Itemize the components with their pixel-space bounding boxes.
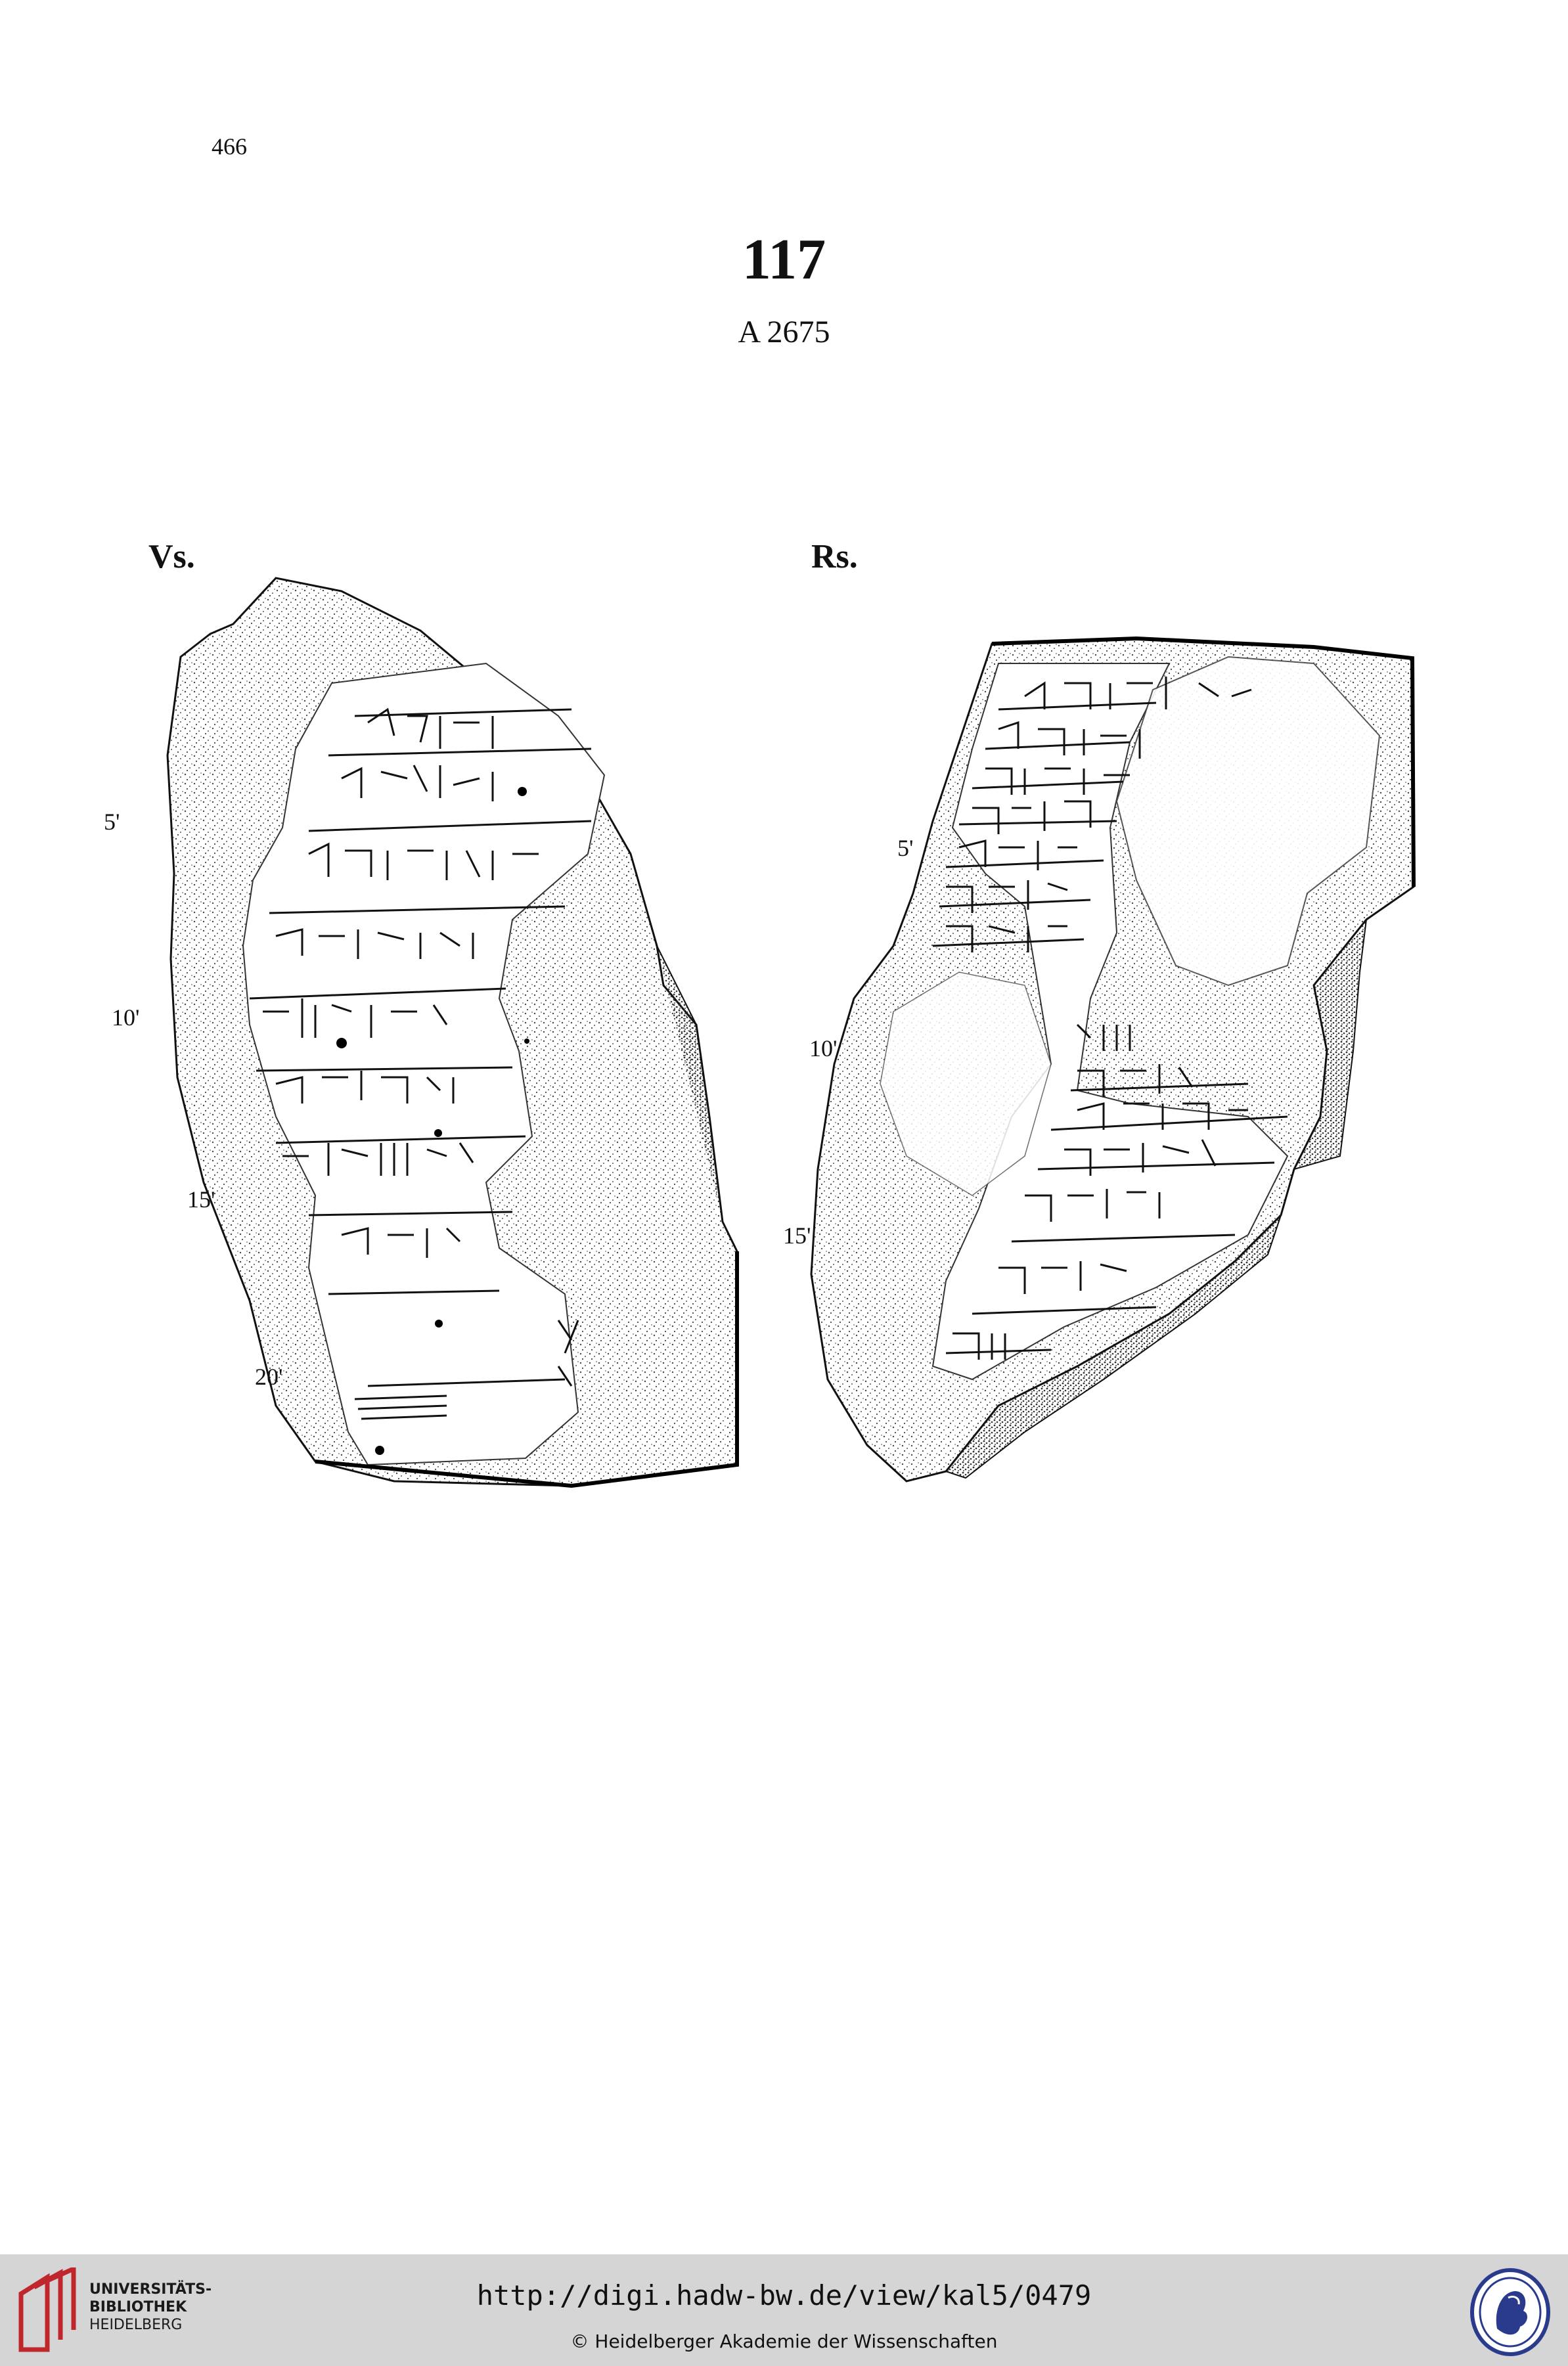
reverse-top-edge (991, 636, 1416, 887)
obverse-label: Vs. (148, 538, 195, 575)
reverse-line-label: 10' (809, 1035, 838, 1061)
reverse-inscribed-surface (931, 663, 1289, 1381)
reverse-line-label: 15' (783, 1222, 811, 1249)
library-name: UNIVERSITÄTS- BIBLIOTHEK HEIDELBERG (89, 2281, 212, 2334)
reverse-line-label: 5' (897, 835, 914, 861)
museum-number: A 2675 (738, 315, 830, 349)
obverse-line-label: 10' (112, 1004, 140, 1031)
copyright-notice: © Heidelberger Akademie der Wissenschaft… (570, 2331, 998, 2352)
reverse-fragment (810, 636, 1416, 1483)
obverse-inscribed-surface (242, 662, 606, 1466)
viewer-footer: UNIVERSITÄTS- BIBLIOTHEK HEIDELBERG http… (0, 2254, 1568, 2366)
reverse-label: Rs. (811, 538, 858, 575)
tablet-drawing (166, 577, 1416, 1488)
permalink-url[interactable]: http://digi.hadw-bw.de/view/kal5/0479 (476, 2279, 1092, 2311)
library-name-line: UNIVERSITÄTS- (89, 2281, 212, 2298)
library-name-line: HEIDELBERG (89, 2317, 183, 2333)
obverse-fragment (166, 577, 739, 1488)
obverse-bottom-edge (315, 1251, 739, 1488)
page-number: 466 (212, 133, 247, 160)
plate-number: 117 (742, 228, 826, 292)
obverse-line-label: 5' (104, 809, 120, 835)
library-logo-icon (18, 2267, 76, 2352)
academy-seal-icon (1470, 2268, 1550, 2356)
library-name-line: BIBLIOTHEK (89, 2299, 187, 2315)
